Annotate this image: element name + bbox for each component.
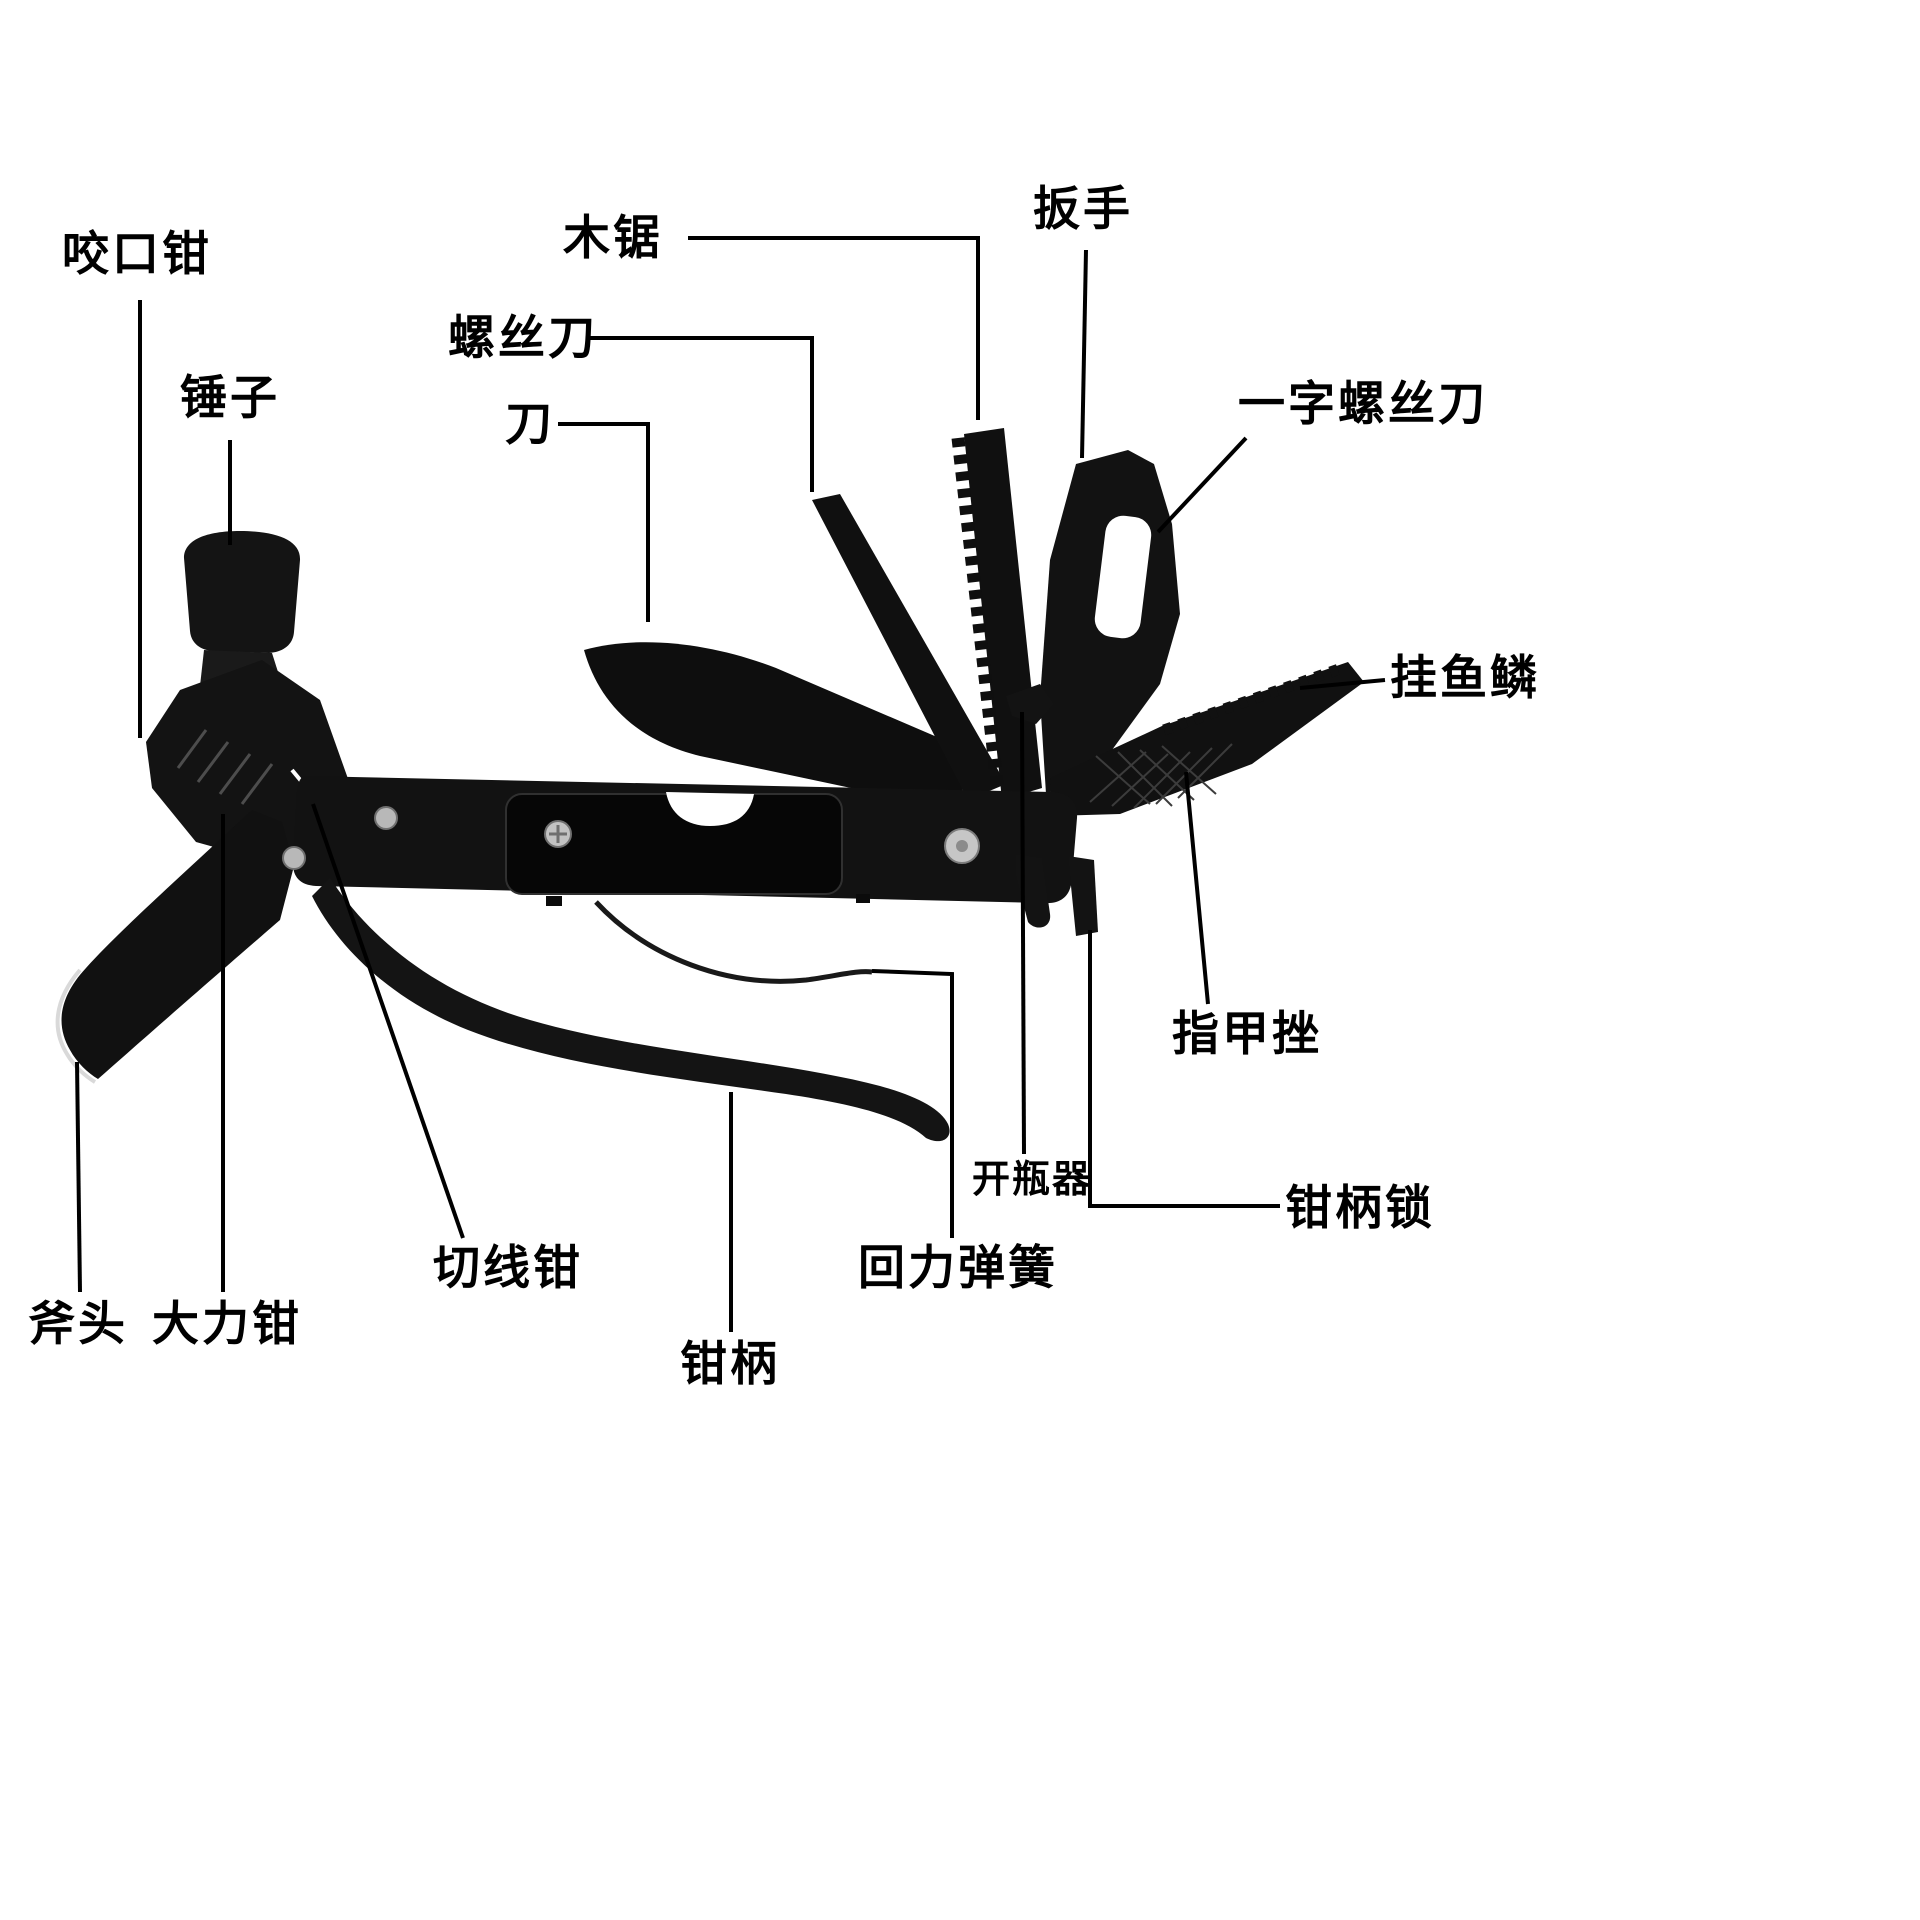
label-nail-file: 指甲挫: [1172, 1007, 1322, 1060]
label-fish-scaler: 挂鱼鳞: [1390, 651, 1540, 704]
bottle-opener-shape: [1006, 684, 1054, 724]
leader-wrench: [1080, 249, 1088, 459]
leader-plier-handle-lock: [1088, 930, 1280, 1208]
hammer-head-shape: [184, 531, 301, 653]
under-handle-screw-1: [546, 896, 562, 906]
return-spring-shape: [594, 900, 873, 984]
phillips-screwdriver-shape: [812, 494, 1006, 800]
handle-group: [282, 776, 1078, 906]
label-flat-screwdriver: 一字螺丝刀: [1238, 377, 1488, 430]
plier-handle-shape: [312, 878, 950, 1142]
label-axe-head: 斧头: [28, 1297, 128, 1350]
label-screwdriver: 螺丝刀: [448, 311, 598, 364]
leader-fish-scaler: [1299, 678, 1386, 690]
label-knife: 刀: [505, 397, 555, 450]
pivot-screw: [944, 828, 980, 864]
label-wire-cutter: 切线钳: [433, 1241, 583, 1294]
leader-bottle-opener: [1020, 711, 1026, 1155]
label-wrench: 扳手: [1033, 182, 1133, 235]
leader-return-spring: [871, 969, 954, 1238]
axe-edge-highlight: [55, 968, 97, 1084]
leader-axe-head: [75, 1061, 82, 1293]
label-plier-handle-lock: 钳柄锁: [1285, 1181, 1435, 1234]
handle-notch: [666, 792, 754, 826]
label-bottle-opener: 开瓶器: [972, 1159, 1093, 1201]
label-hammer: 锤子: [180, 371, 280, 424]
lower-handle-group: [312, 854, 1098, 1142]
saw-teeth: [951, 437, 1005, 793]
jaw-serrations: [176, 729, 274, 805]
label-power-pliers: 大力钳: [152, 1297, 302, 1350]
leader-lines: [75, 236, 1386, 1332]
leader-wood-saw: [688, 236, 980, 420]
label-bite-pliers: 咬口钳: [62, 227, 212, 280]
knife-blade-shape: [584, 642, 964, 806]
leader-knife: [558, 422, 650, 622]
hex-bolt-2: [282, 846, 306, 870]
phillips-screw: [544, 820, 572, 848]
wrench-cutout: [1094, 515, 1152, 639]
leader-wire-cutter: [311, 803, 465, 1239]
folded-tools-group: [584, 428, 1364, 816]
leader-screwdriver: [590, 336, 814, 492]
label-plier-handle: 钳柄: [680, 1337, 780, 1390]
label-return-spring: 回力弹簧: [858, 1241, 1058, 1294]
hex-bolt-1: [374, 806, 398, 830]
plier-handle-lock-shape: [1068, 856, 1098, 936]
axe-blade-shape: [61, 810, 294, 1079]
leader-nail-file: [1184, 771, 1210, 1005]
fish-scaler-file-shape: [1050, 662, 1364, 816]
under-handle-screw-2: [856, 894, 870, 903]
file-texture: [1089, 743, 1233, 809]
label-wood-saw: 木锯: [563, 211, 663, 264]
leader-flat-screwdriver: [1156, 436, 1248, 534]
